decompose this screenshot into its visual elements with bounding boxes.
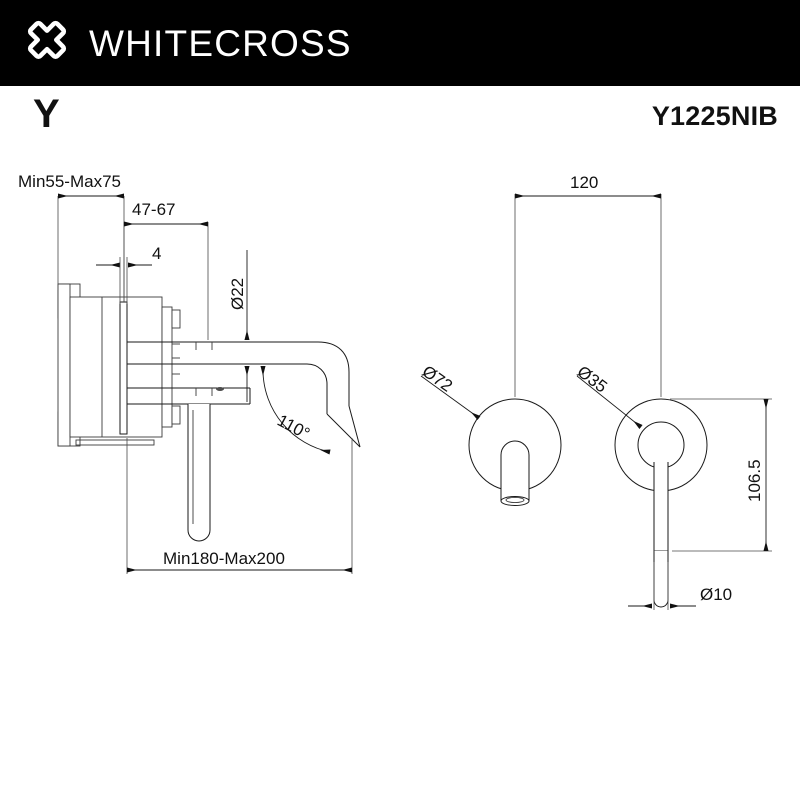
dimension-handle-rod-diameter-label: Ø10 — [700, 585, 732, 604]
dimension-spout-angle-label: 110° — [274, 411, 313, 444]
dimension-handle-rod-diameter: Ø10 — [628, 562, 732, 610]
cad-drawing: Min55-Max75 47-67 4 — [18, 172, 772, 610]
dimension-rosette-diameter-label: Ø72 — [419, 362, 456, 396]
dimension-spout-angle: 110° — [260, 366, 353, 574]
dimension-wall-depth-label: Min55-Max75 — [18, 172, 121, 191]
wall-plate — [119, 301, 128, 435]
handle-rosette — [614, 398, 708, 608]
brand-header-bar: WHITECROSS — [0, 0, 800, 86]
dimension-handle-hub-diameter-label: Ø35 — [574, 362, 611, 397]
title-row: Y Y1225NIB — [0, 86, 800, 162]
dimension-plate-projection-label: 47-67 — [132, 200, 175, 219]
lever-handle — [187, 404, 211, 542]
whitecross-x-logo-icon — [27, 20, 67, 59]
valve-body — [57, 283, 181, 447]
dimension-handle-length: 106.5 — [670, 398, 772, 552]
side-elevation-view: Min55-Max75 47-67 4 — [18, 172, 361, 574]
dimension-rosette-diameter: Ø72 — [419, 362, 481, 421]
series-letter: Y — [33, 92, 60, 136]
spout-pipe — [127, 341, 361, 448]
dimension-spout-diameter: Ø22 — [228, 250, 250, 402]
dimension-spout-reach: Min180-Max200 — [126, 438, 352, 574]
front-elevation-view: 120 Ø72 Ø35 106.5 — [419, 173, 772, 610]
brand-name-text: WHITECROSS — [89, 22, 352, 64]
dimension-center-distance: 120 — [514, 173, 662, 397]
dimension-handle-length-label: 106.5 — [745, 459, 764, 502]
dimension-spout-reach-label: Min180-Max200 — [163, 549, 285, 568]
spout-rosette — [468, 398, 562, 506]
dimension-plate-thickness: 4 — [96, 244, 161, 304]
dimension-plate-projection: 47-67 — [123, 200, 209, 340]
dimension-plate-thickness-label: 4 — [152, 244, 161, 263]
technical-drawing-area: Min55-Max75 47-67 4 — [0, 162, 800, 800]
dimension-wall-depth: Min55-Max75 — [18, 172, 125, 302]
model-code: Y1225NIB — [651, 101, 778, 131]
dimension-spout-diameter-label: Ø22 — [228, 278, 247, 310]
dimension-center-distance-label: 120 — [570, 173, 598, 192]
